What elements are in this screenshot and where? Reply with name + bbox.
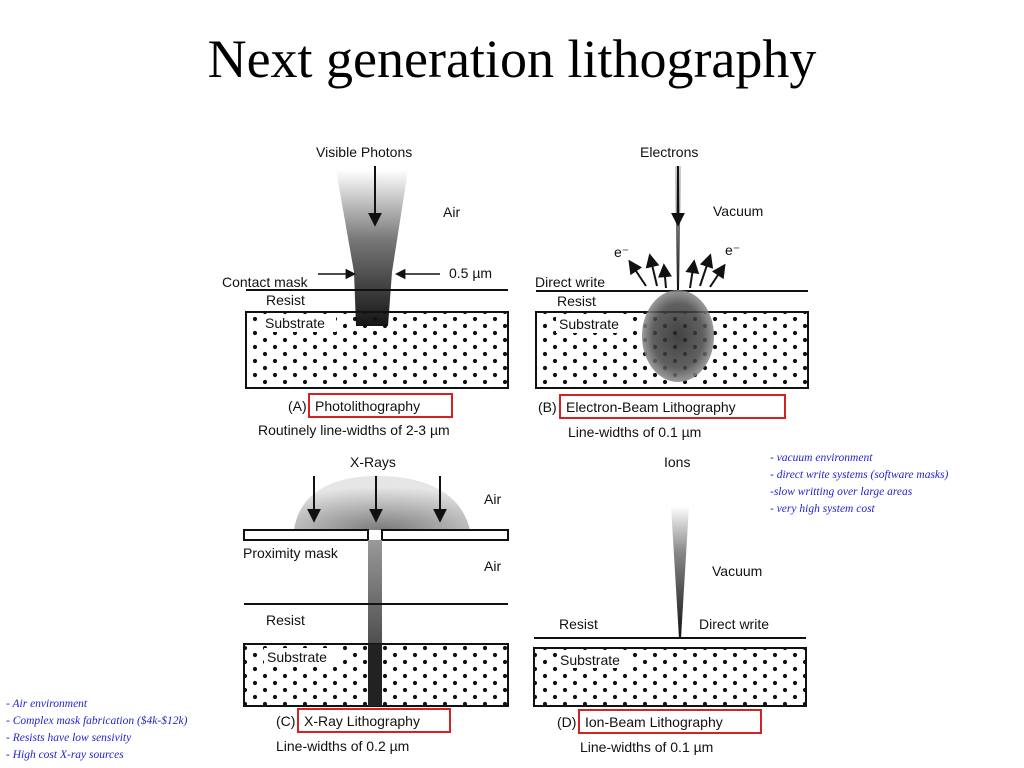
resist-label: Resist (559, 616, 598, 632)
width-callout: 0.5 µm (449, 265, 492, 281)
scatter-arrow-3 (658, 263, 672, 289)
photons-label: Visible Photons (316, 144, 412, 160)
ebeam-note-4: - very high system cost (770, 503, 875, 515)
highlight-box (297, 708, 451, 733)
substrate-label: Substrate (559, 316, 619, 332)
exposure-volume (642, 290, 714, 382)
xray-note-4: - High cost X-ray sources (6, 749, 124, 761)
technique-name: Ion-Beam Lithography (585, 714, 723, 730)
substrate-label: Substrate (267, 649, 327, 665)
xray-dome (294, 476, 470, 530)
scatter-arrow-2 (645, 253, 660, 287)
ions-label: Ions (664, 454, 690, 470)
air-label-mid: Air (484, 558, 501, 574)
substrate-label-bg (557, 651, 631, 668)
mask-left (243, 529, 369, 541)
xray-note-2: - Complex mask fabrication ($4k-$12k) (6, 715, 188, 727)
scatter-arrow-6 (709, 263, 726, 288)
substrate-label: Substrate (560, 652, 620, 668)
linewidth-caption: Routinely line-widths of 2-3 µm (258, 422, 450, 438)
substrate-block (245, 311, 509, 389)
highlight-box (559, 394, 786, 419)
substrate-label-bg (556, 316, 630, 333)
xray-column-in-substrate (368, 644, 382, 706)
scatter-arrow-1 (628, 259, 647, 287)
resist-label: Resist (266, 612, 305, 628)
technique-name: Electron-Beam Lithography (566, 399, 736, 415)
linewidth-caption: Line-widths of 0.2 µm (276, 738, 409, 754)
panel-letter: (A) (288, 398, 307, 414)
mask-right (381, 529, 509, 541)
ion-beam (671, 506, 689, 638)
electrons-label: Electrons (640, 144, 698, 160)
panel-photolithography: Visible Photons Air 0.5 µm Contact mask … (222, 144, 509, 438)
contact-mask-label: Contact mask (222, 274, 309, 290)
substrate-label-bg (264, 648, 338, 665)
air-label: Air (443, 204, 460, 220)
ebeam-notes: - vacuum environment - direct write syst… (770, 450, 948, 518)
scatter-arrow-5 (699, 253, 714, 287)
substrate-label: Substrate (265, 315, 325, 331)
proximity-mask-label: Proximity mask (243, 545, 339, 561)
ebeam-note-1: - vacuum environment (770, 452, 873, 464)
technique-name: X-Ray Lithography (304, 713, 420, 729)
xrays-label: X-Rays (350, 454, 396, 470)
vacuum-label: Vacuum (713, 203, 763, 219)
highlight-box (578, 709, 762, 734)
photon-beam (336, 170, 408, 326)
resist-label: Resist (266, 292, 305, 308)
xray-note-1: - Air environment (6, 698, 88, 710)
xray-notes: - Air environment - Complex mask fabrica… (6, 696, 187, 764)
electron-right-label: e⁻ (725, 242, 740, 258)
substrate-label-bg (262, 315, 336, 332)
slide-title: Next generation lithography (207, 29, 817, 89)
linewidth-caption: Line-widths of 0.1 µm (568, 424, 701, 440)
highlight-box (308, 393, 453, 418)
electron-left-label: e⁻ (614, 244, 629, 260)
panel-letter: (B) (538, 399, 557, 415)
scatter-arrow-4 (685, 259, 700, 289)
electron-beam (675, 166, 681, 290)
resist-label: Resist (557, 293, 596, 309)
linewidth-caption: Line-widths of 0.1 µm (580, 739, 713, 755)
direct-write-label: Direct write (535, 274, 605, 290)
panel-xray: X-Rays Air Proximity mask Air Resist Sub… (243, 454, 509, 754)
technique-name: Photolithography (315, 398, 420, 414)
ebeam-note-2: - direct write systems (software masks) (770, 469, 949, 481)
xray-note-3: - Resists have low sensivity (6, 732, 132, 744)
ebeam-note-3: -slow writting over large areas (770, 486, 913, 498)
panel-letter: (C) (276, 713, 295, 729)
direct-write-label: Direct write (699, 616, 769, 632)
panel-ion-beam: Ions Vacuum Resist Direct write Substrat… (533, 454, 807, 755)
panel-electron-beam: Electrons Vacuum e⁻ e⁻ Direct write Resi… (535, 144, 809, 440)
vacuum-label: Vacuum (712, 563, 762, 579)
panel-letter: (D) (557, 714, 576, 730)
air-label-top: Air (484, 491, 501, 507)
